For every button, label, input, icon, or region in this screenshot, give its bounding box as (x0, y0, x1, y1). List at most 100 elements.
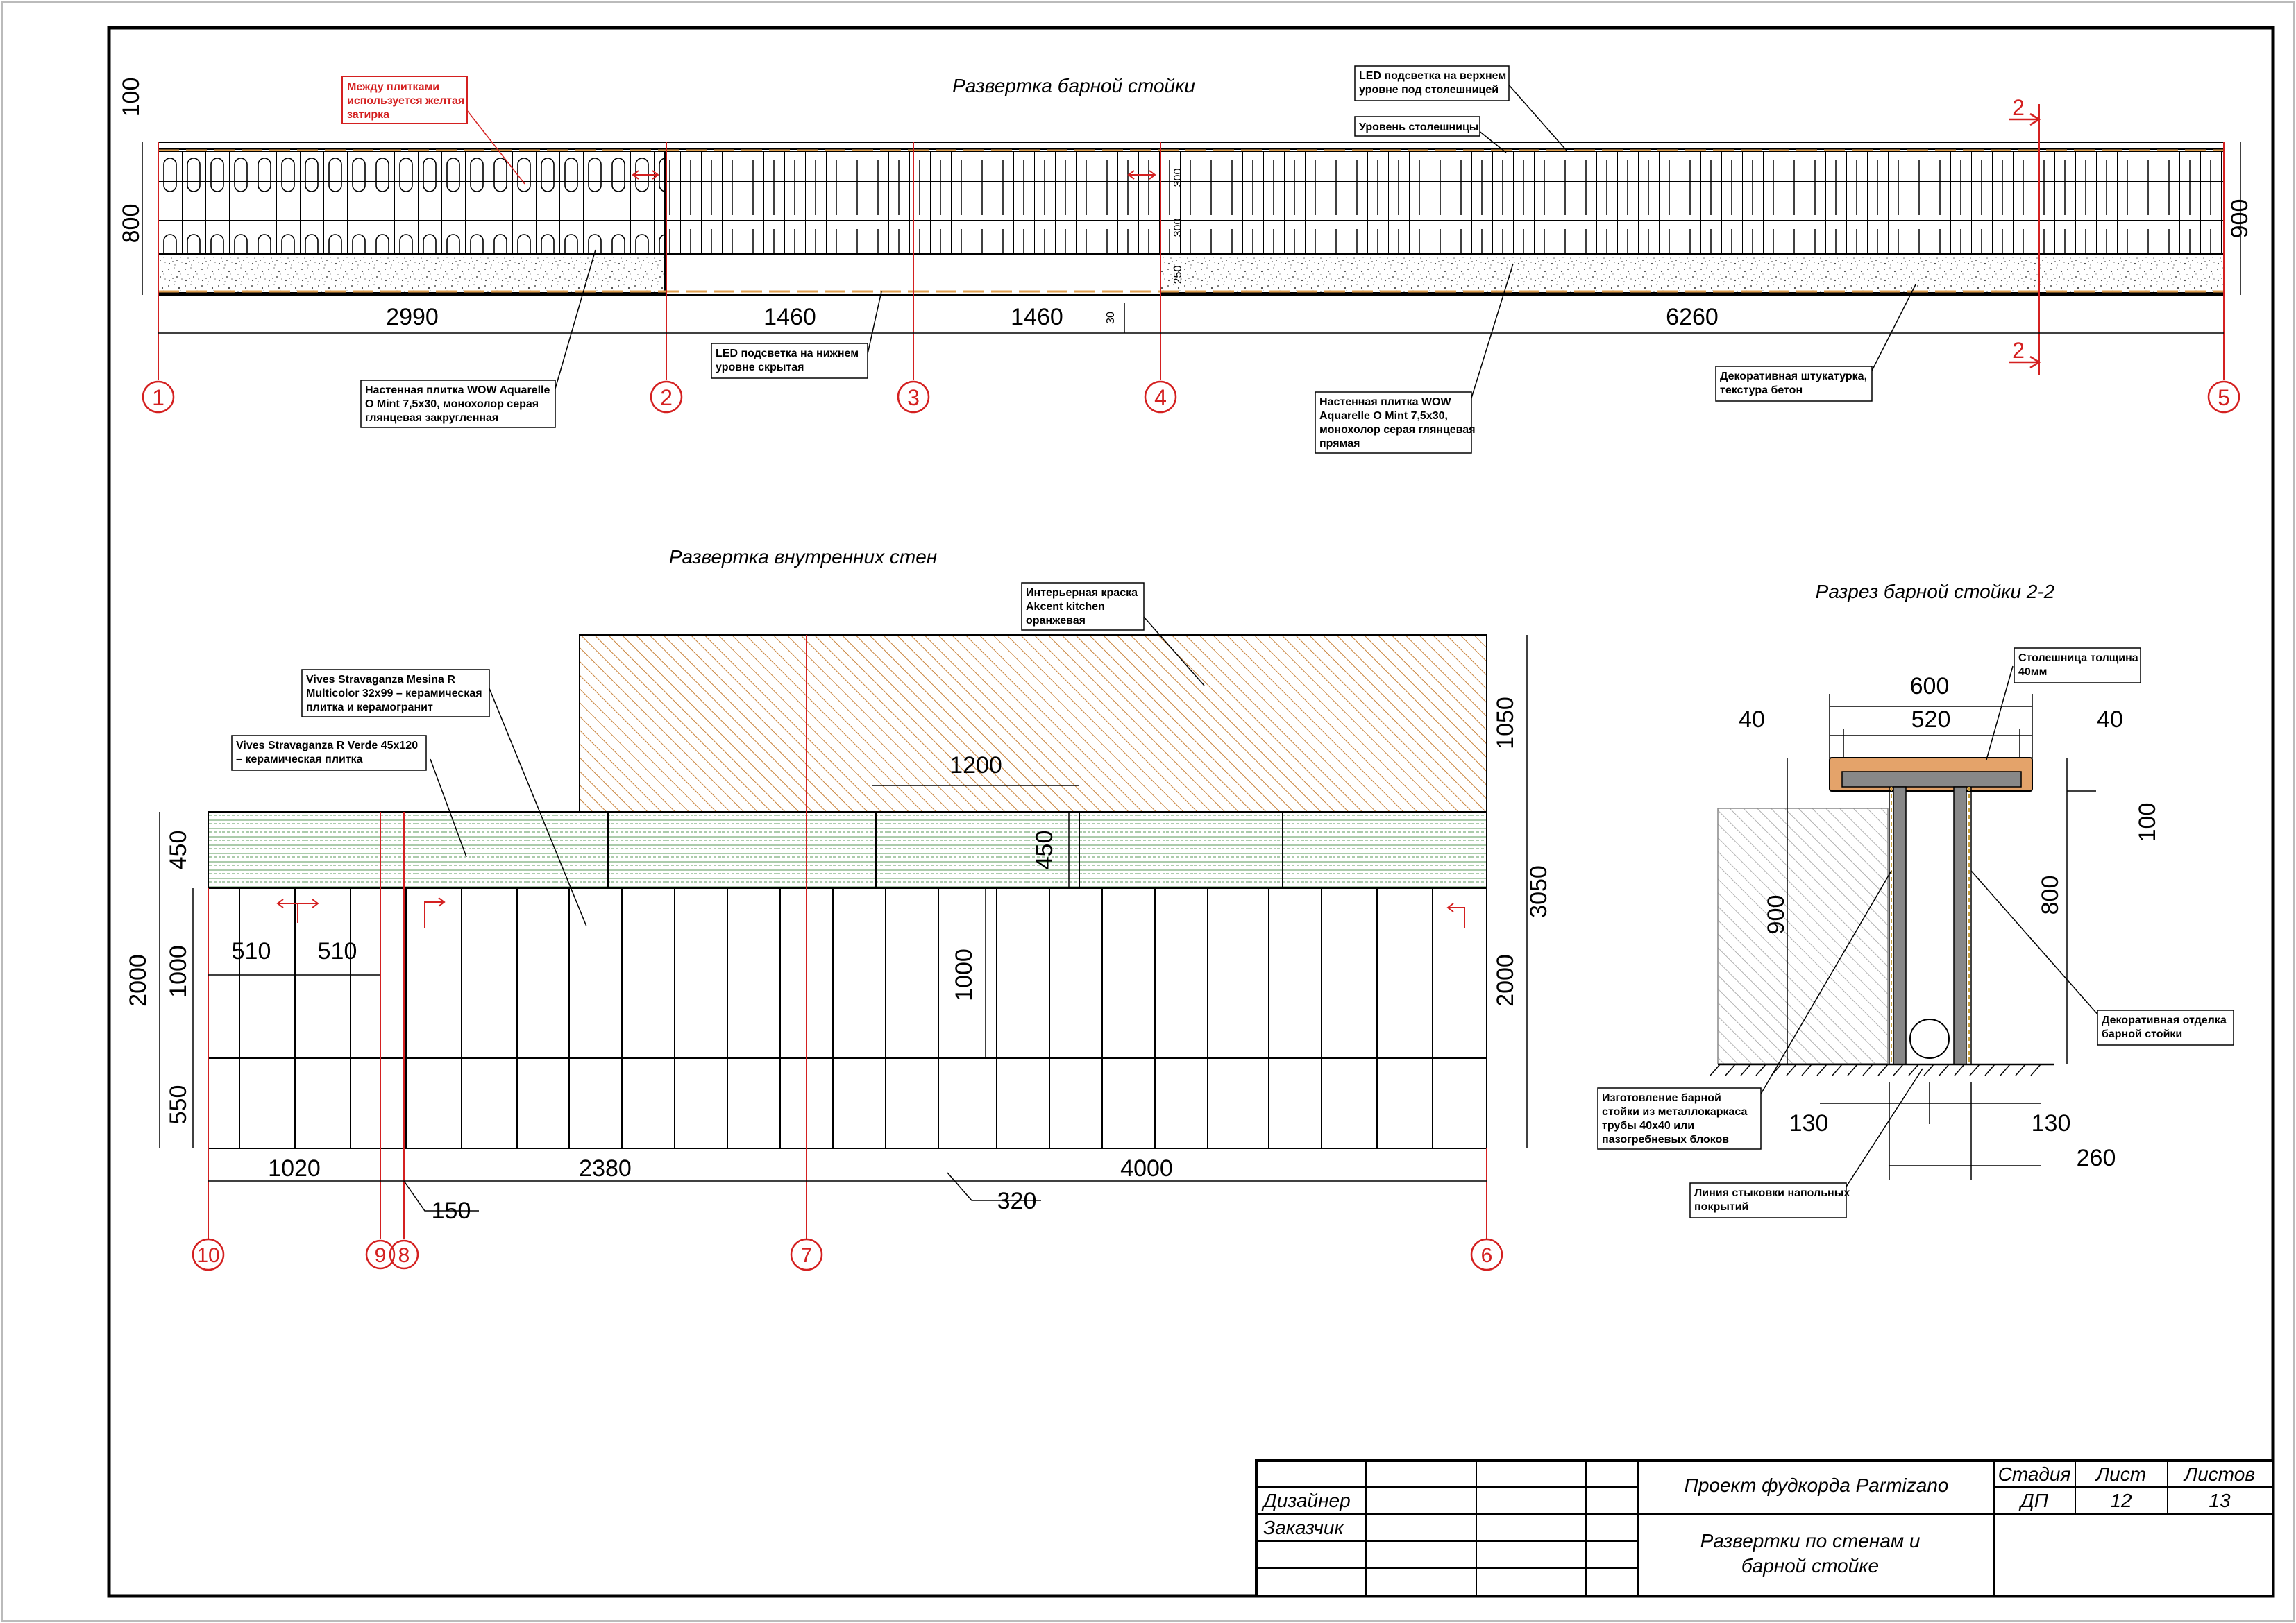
dim-2380: 2380 (579, 1155, 632, 1182)
note-finish-box (2097, 1010, 2234, 1046)
dim-130-right: 130 (2032, 1110, 2071, 1137)
tile-straight-area (1160, 151, 2225, 255)
countertop (158, 142, 2225, 150)
note-paint-1: Интерьерная краска (1026, 587, 1138, 599)
note-tile-straight-box (1315, 391, 1472, 454)
section-mark-top: 2 (2012, 95, 2025, 120)
tb-stage-label: Стадия (1998, 1463, 2071, 1485)
note-mesina-3: плитка и керамогранит (306, 702, 433, 713)
note-grout-box (341, 76, 468, 124)
note-tile-straight-4: прямая (1319, 438, 1360, 450)
note-frame-3: трубы 40х40 или (1602, 1120, 1694, 1132)
note-paint-box (1021, 582, 1145, 631)
dim-510-a: 510 (232, 938, 271, 965)
note-verde-box (231, 735, 427, 771)
dim-2000-left: 2000 (125, 954, 151, 1007)
note-plaster-1: Декоративная штукатурка, (1720, 371, 1867, 382)
note-frame-box (1597, 1087, 1762, 1150)
dim-3050: 3050 (1526, 865, 1552, 918)
bar-section-title: Разрез барной стойки 2-2 (1816, 581, 2055, 602)
note-paint-3: оранжевая (1026, 615, 1086, 627)
tb-stage: ДП (2018, 1490, 2049, 1511)
dim-1200: 1200 (949, 752, 1002, 779)
dim-100: 100 (118, 78, 144, 117)
dim-40-left: 40 (1739, 706, 1765, 733)
dim-1020: 1020 (268, 1155, 321, 1182)
note-frame-1: Изготовление барной (1602, 1092, 1721, 1104)
tb-sheet: 12 (2110, 1490, 2132, 1511)
note-countertop-1: Столешница толщина (2018, 652, 2138, 664)
note-tile-rounded-box (360, 380, 556, 428)
paint-orange-area (579, 634, 1487, 813)
dim-1000-left: 1000 (165, 945, 192, 998)
tb-customer: Заказчик (1263, 1517, 1344, 1538)
plaster-left (158, 253, 666, 294)
dim-520: 520 (1911, 706, 1951, 733)
dim-900-section: 900 (1763, 895, 1789, 935)
dim-900: 900 (2227, 199, 2253, 239)
plaster-right (1160, 253, 2225, 294)
tb-designer: Дизайнер (1261, 1490, 1351, 1511)
axis-3: 3 (907, 385, 920, 410)
axis-5: 5 (2218, 385, 2230, 410)
note-floor-joint-1: Линия стыковки напольных (1694, 1187, 1850, 1199)
note-tile-straight-3: монохолор серая глянцевая (1319, 424, 1476, 436)
note-tile-rounded-3: глянцевая закругленная (365, 412, 498, 424)
note-tile-straight-1: Настенная плитка WOW (1319, 396, 1451, 408)
frame-tube-left (1893, 786, 1907, 1065)
note-led-bottom-1: LED подсветка на нижнем (716, 348, 859, 359)
axis-8: 8 (398, 1244, 410, 1267)
axis-6: 6 (1481, 1244, 1493, 1267)
verde-tile-band (208, 811, 1487, 889)
tile-rounded-area (158, 151, 666, 255)
note-mesina-1: Vives Stravaganza Mesina R (306, 674, 455, 686)
note-frame-4: пазогребневых блоков (1602, 1134, 1729, 1146)
axis-2: 2 (660, 385, 673, 410)
note-verde-2: – керамическая плитка (236, 754, 363, 765)
axis-7: 7 (801, 1244, 813, 1267)
dim-100-section: 100 (2134, 803, 2161, 842)
dim-450-left: 450 (165, 831, 192, 870)
note-counter-level-box (1354, 116, 1480, 137)
dim-800-section: 800 (2037, 876, 2063, 915)
note-led-bottom-2: уровне скрытая (716, 362, 804, 373)
dim-1050: 1050 (1492, 697, 1519, 749)
note-plaster-box (1715, 366, 1873, 402)
dim-130-left: 130 (1789, 1110, 1829, 1137)
tb-sheet-title-2: барной стойке (1741, 1555, 1879, 1577)
note-tile-straight-2: Aquarelle O Mint 7,5х30, (1319, 410, 1448, 422)
note-grout-1: Между плитками (347, 81, 439, 93)
tb-project: Проект фудкорда Parmizano (1685, 1475, 1949, 1496)
dim-450-mid: 450 (1031, 831, 1058, 870)
note-floor-joint-2: покрытий (1694, 1201, 1748, 1213)
tb-sheets: 13 (2209, 1490, 2231, 1511)
inner-frame (107, 26, 2275, 1598)
note-led-top-1: LED подсветка на верхнем (1359, 70, 1506, 82)
note-mesina-box (301, 669, 490, 717)
note-countertop-2: 40мм (2018, 666, 2047, 678)
note-plaster-2: текстура бетон (1720, 384, 1803, 396)
tb-sheet-label: Лист (2095, 1463, 2146, 1485)
axis-9: 9 (375, 1244, 387, 1267)
inner-walls-title: Развертка внутренних стен (669, 546, 937, 568)
tb-sheets-label: Листов (2183, 1463, 2255, 1485)
note-verde-1: Vives Stravaganza R Verde 45х120 (236, 740, 418, 751)
note-mesina-2: Multicolor 32х99 – керамическая (306, 688, 482, 699)
note-finish-1: Декоративная отделка (2102, 1014, 2227, 1026)
axis-1: 1 (152, 385, 164, 410)
dim-550-left: 550 (165, 1085, 192, 1125)
dim-250: 250 (1172, 266, 1184, 284)
dim-1000-mid: 1000 (951, 949, 977, 1001)
dim-2990: 2990 (386, 304, 439, 330)
bar-elevation-title: Развертка барной стойки (952, 75, 1195, 96)
note-frame-2: стойки из металлокаркаса (1602, 1106, 1747, 1118)
note-led-top-2: уровне под столешницей (1359, 84, 1499, 96)
note-led-top-box (1354, 65, 1510, 101)
title-block: Дизайнер Заказчик Проект фудкорда Parmiz… (1255, 1459, 2274, 1597)
dim-600: 600 (1910, 673, 1950, 699)
dim-320: 320 (997, 1188, 1037, 1214)
dim-6260: 6260 (1666, 304, 1719, 330)
dim-510-b: 510 (318, 938, 357, 965)
note-floor-joint-box (1689, 1182, 1847, 1218)
